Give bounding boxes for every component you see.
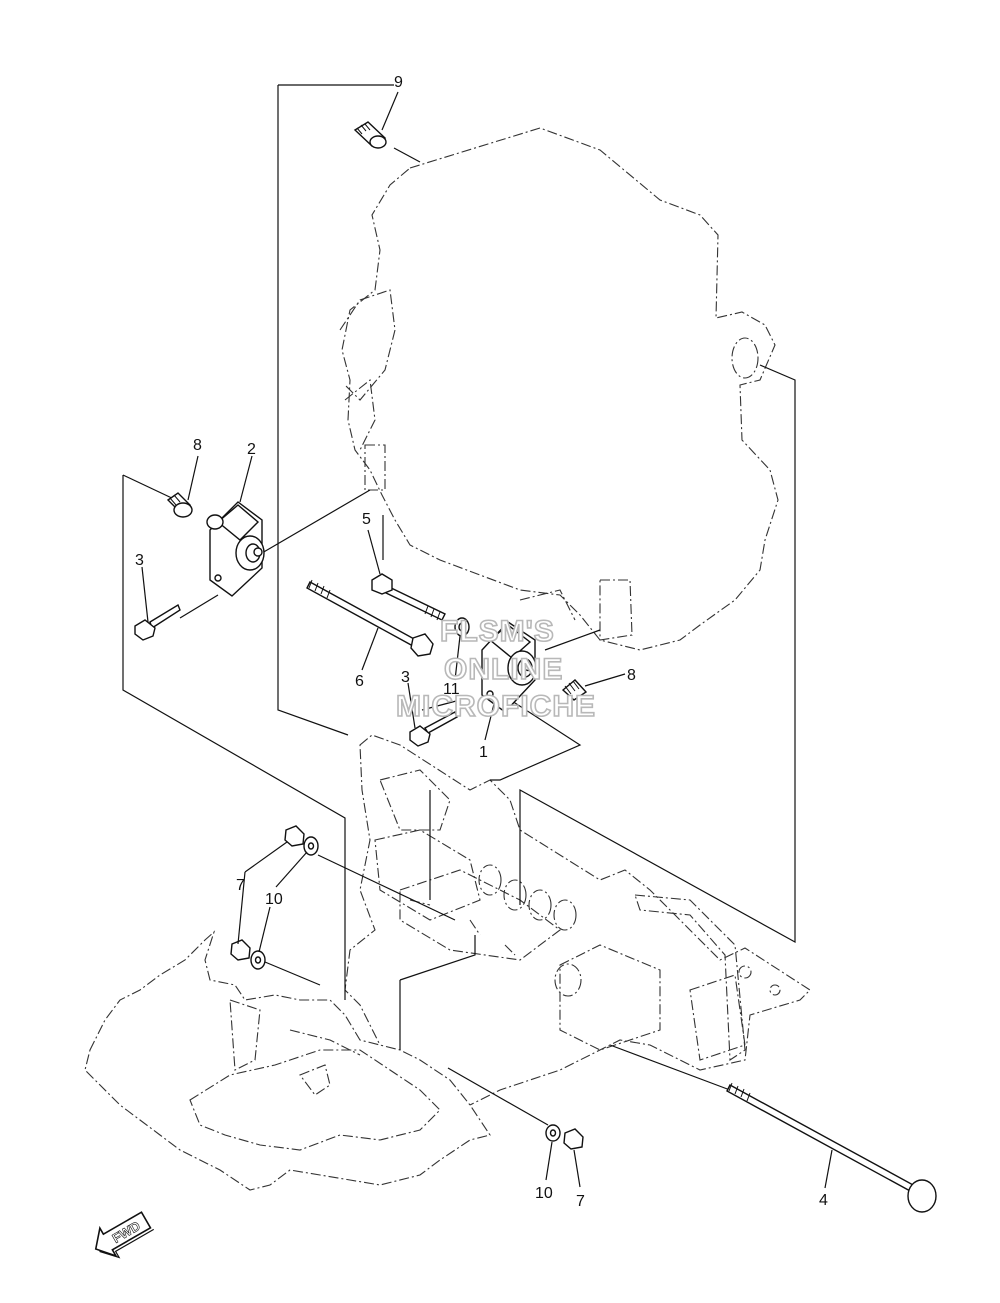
bolt-6 [306, 579, 434, 657]
callout-7: 7 [236, 877, 245, 894]
hull-bracket-outline [84, 930, 491, 1191]
leader-lines [141, 91, 833, 1189]
callout-11: 11 [443, 681, 460, 698]
callout-5: 5 [362, 511, 371, 528]
callout-4: 4 [819, 1192, 828, 1209]
engine-mount-2 [206, 501, 265, 597]
callout-3: 3 [135, 552, 144, 569]
bolt-5 [371, 573, 446, 621]
washer-10-upper [303, 836, 319, 856]
nut-7-lower [230, 939, 251, 961]
callout-8: 8 [627, 667, 636, 684]
bolt-8-left [166, 492, 193, 518]
engine-mount-1 [481, 621, 537, 713]
watermark-line-3: MICROFICHE [396, 690, 596, 723]
callout-10: 10 [265, 891, 283, 908]
alignment-lines [122, 84, 796, 1126]
engine-outline [339, 127, 779, 651]
callout-7: 7 [576, 1193, 585, 1210]
bolt-3-left [134, 603, 181, 641]
callout-1: 1 [479, 744, 488, 761]
callout-labels: 9 8 2 3 5 6 3 11 8 1 7 10 10 7 4 [135, 74, 828, 1210]
bolt-9 [353, 121, 387, 149]
callout-8: 8 [193, 437, 202, 454]
bolt-4 [726, 1082, 937, 1213]
callout-3: 3 [401, 669, 410, 686]
watermark: FLSM'S ONLINE MICROFICHE [395, 614, 596, 724]
callout-2: 2 [247, 441, 256, 458]
bolt-8-right [561, 679, 588, 701]
engine-mount-frame [344, 734, 811, 1111]
callout-10: 10 [535, 1185, 553, 1202]
washer-10-lower [250, 950, 266, 970]
washer-10-bottom [545, 1124, 561, 1142]
washer-11 [454, 617, 470, 637]
nut-7-upper [284, 825, 305, 847]
callout-6: 6 [355, 673, 364, 690]
callout-9: 9 [394, 74, 403, 91]
watermark-line-1: FLSM'S [440, 615, 555, 648]
nut-7-bottom [563, 1128, 584, 1150]
bolt-3-right [409, 711, 458, 747]
watermark-line-2: ONLINE [444, 653, 563, 686]
fwd-arrow-icon: FWD [94, 1211, 155, 1259]
